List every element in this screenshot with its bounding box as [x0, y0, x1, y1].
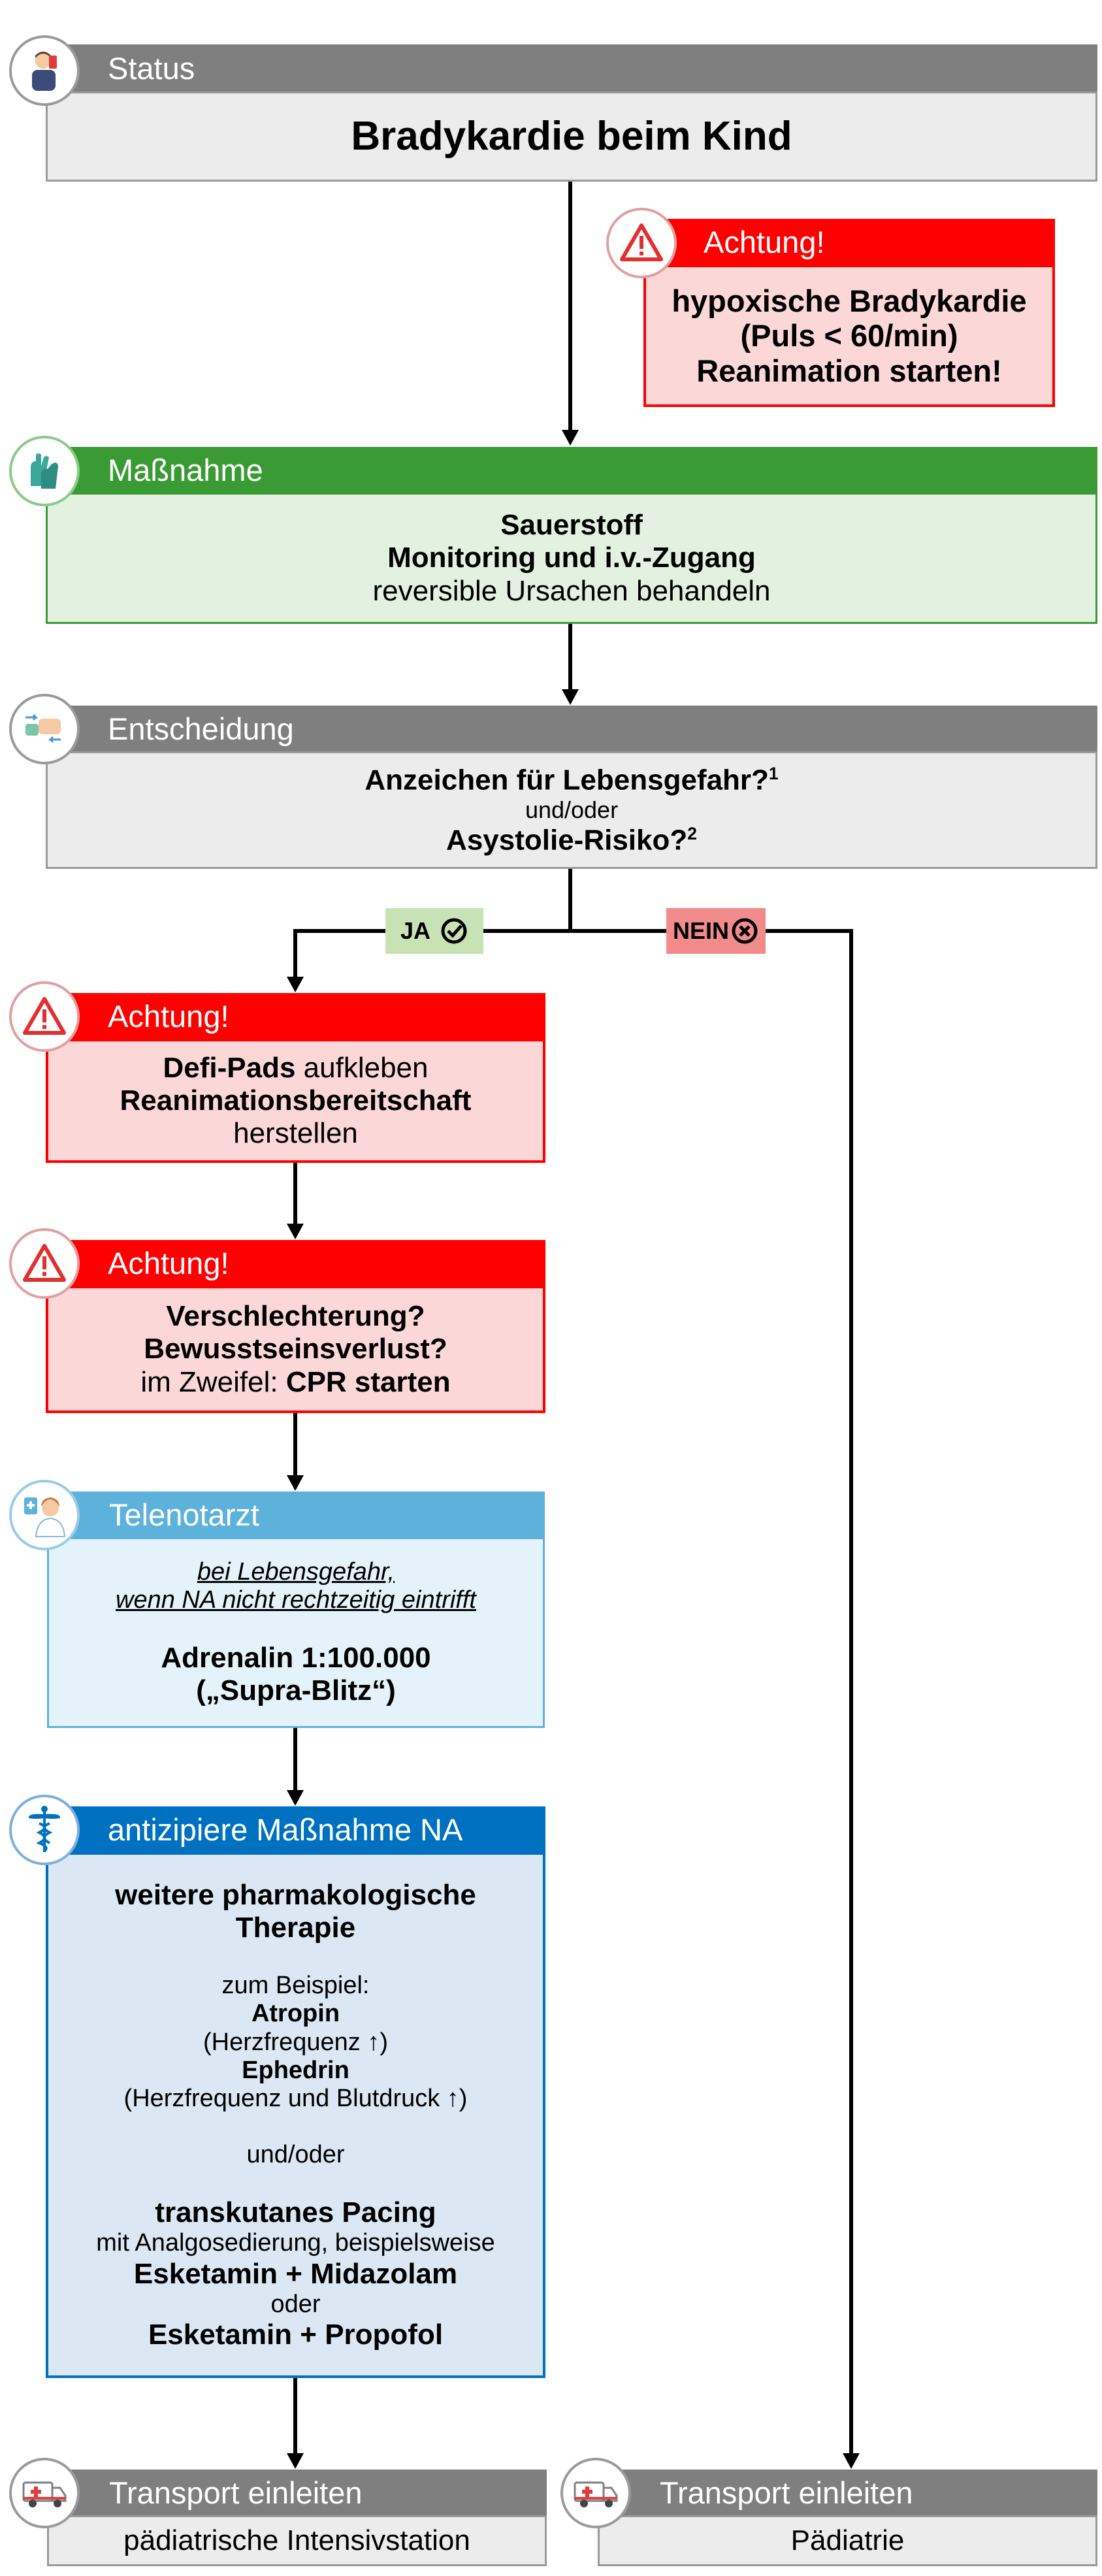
na-drug-b: Ephedrin — [242, 2057, 349, 2085]
person-phone-icon — [9, 35, 80, 106]
telenotarzt-drug-2: („Supra-Blitz“) — [196, 1674, 396, 1707]
na-header-label: antizipiere Maßnahme NA — [108, 1812, 463, 1847]
warning-defi-header: Achtung! — [46, 993, 545, 1039]
doctor-icon — [9, 1480, 80, 1550]
na-drug-a: Atropin — [251, 2000, 340, 2028]
entscheidung-header-label: Entscheidung — [108, 711, 294, 746]
yes-branch-label: JA — [385, 908, 483, 954]
na-combo-1: Esketamin + Midazolam — [133, 2257, 458, 2290]
transport-right-body: Pädiatrie — [598, 2515, 1097, 2566]
massnahme-line-2: Monitoring und i.v.-Zugang — [387, 542, 756, 574]
entscheidung-line-1: Anzeichen für Lebensgefahr?1 — [365, 763, 779, 796]
warning-top-line-1: hypoxische Bradykardie — [672, 283, 1027, 318]
warning-triangle-icon — [606, 208, 677, 278]
warning-cpr-header-label: Achtung! — [108, 1245, 229, 1280]
page-title: Bradykardie beim Kind — [351, 113, 792, 159]
na-pacing-note: mit Analgosedierung, beispielsweise — [96, 2229, 495, 2257]
check-circle-icon — [441, 918, 467, 944]
telenotarzt-note-1: bei Lebensgefahr, — [197, 1557, 395, 1586]
na-example: zum Beispiel: — [221, 1972, 370, 2000]
caduceus-icon — [9, 1795, 80, 1865]
warning-top-header: Achtung! — [643, 219, 1055, 265]
warning-top-line-3: Reanimation starten! — [696, 353, 1002, 388]
transport-left-destination: pädiatrische Intensivstation — [123, 2524, 470, 2556]
entscheidung-line-3: Asystolie-Risiko?2 — [446, 823, 697, 856]
warning-cpr-line-2: Bewusstseinsverlust? — [144, 1333, 447, 1365]
transport-left-body: pädiatrische Intensivstation — [47, 2515, 547, 2566]
entscheidung-header: Entscheidung — [46, 706, 1097, 751]
warning-top-header-label: Achtung! — [704, 224, 825, 259]
na-pacing: transkutanes Pacing — [155, 2196, 436, 2229]
ambulance-icon — [560, 2458, 631, 2528]
status-body: Bradykardie beim Kind — [46, 91, 1097, 182]
na-title-2: Therapie — [235, 1912, 356, 1944]
warning-defi-line-2: Reanimationsbereitschaft — [120, 1084, 472, 1117]
warning-defi-line-1: Defi-Pads aufkleben — [163, 1051, 429, 1084]
transport-left-header-label: Transport einleiten — [109, 2475, 363, 2510]
warning-cpr-line-3: im Zweifel: CPR starten — [140, 1365, 451, 1398]
warning-top-line-2: (Puls < 60/min) — [740, 318, 958, 353]
massnahme-line-3: reversible Ursachen behandeln — [372, 574, 771, 607]
telenotarzt-header: Telenotarzt — [47, 1492, 545, 1537]
warning-cpr-body: Verschlechterung? Bewusstseinsverlust? i… — [46, 1286, 545, 1413]
massnahme-header-label: Maßnahme — [108, 452, 263, 487]
transport-right-destination: Pädiatrie — [790, 2524, 905, 2556]
status-header-label: Status — [108, 50, 195, 86]
warning-triangle-icon — [9, 981, 80, 1052]
telenotarzt-body: bei Lebensgefahr, wenn NA nicht rechtzei… — [47, 1537, 545, 1728]
ambulance-icon — [9, 2458, 80, 2528]
telenotarzt-note-2: wenn NA nicht rechtzeitig eintrifft — [116, 1586, 476, 1614]
na-body: weitere pharmakologische Therapie zum Be… — [46, 1852, 545, 2378]
na-header: antizipiere Maßnahme NA — [46, 1806, 545, 1852]
warning-defi-body: Defi-Pads aufkleben Reanimationsbereitsc… — [46, 1039, 545, 1163]
decision-icon — [9, 694, 80, 764]
telenotarzt-header-label: Telenotarzt — [109, 1497, 259, 1532]
warning-defi-header-label: Achtung! — [108, 998, 229, 1034]
entscheidung-line-2: und/oder — [525, 796, 619, 824]
transport-right-header: Transport einleiten — [598, 2470, 1097, 2515]
na-drug-a-note: (Herzfrequenz ↑) — [203, 2028, 388, 2056]
massnahme-body: Sauerstoff Monitoring und i.v.-Zugang re… — [46, 493, 1097, 624]
telenotarzt-drug-1: Adrenalin 1:100.000 — [161, 1642, 431, 1674]
no-branch-label: NEIN — [666, 908, 766, 954]
na-or: oder — [270, 2290, 321, 2318]
warning-cpr-line-1: Verschlechterung? — [166, 1300, 425, 1333]
transport-right-header-label: Transport einleiten — [660, 2475, 913, 2510]
transport-left-header: Transport einleiten — [47, 2470, 547, 2515]
na-andor: und/oder — [246, 2140, 345, 2168]
warning-cpr-header: Achtung! — [46, 1240, 545, 1286]
na-combo-2: Esketamin + Propofol — [148, 2318, 444, 2351]
x-circle-icon — [732, 918, 758, 944]
status-header: Status — [46, 44, 1097, 91]
warning-top-body: hypoxische Bradykardie (Puls < 60/min) R… — [643, 265, 1055, 407]
massnahme-line-1: Sauerstoff — [500, 509, 643, 542]
na-drug-b-note: (Herzfrequenz und Blutdruck ↑) — [123, 2085, 468, 2113]
na-title-1: weitere pharmakologische — [115, 1878, 476, 1911]
entscheidung-body: Anzeichen für Lebensgefahr?1 und/oder As… — [46, 751, 1097, 869]
gloves-icon — [9, 436, 80, 506]
massnahme-header: Maßnahme — [46, 447, 1097, 493]
warning-triangle-icon — [9, 1228, 80, 1299]
warning-defi-line-3: herstellen — [233, 1117, 358, 1150]
